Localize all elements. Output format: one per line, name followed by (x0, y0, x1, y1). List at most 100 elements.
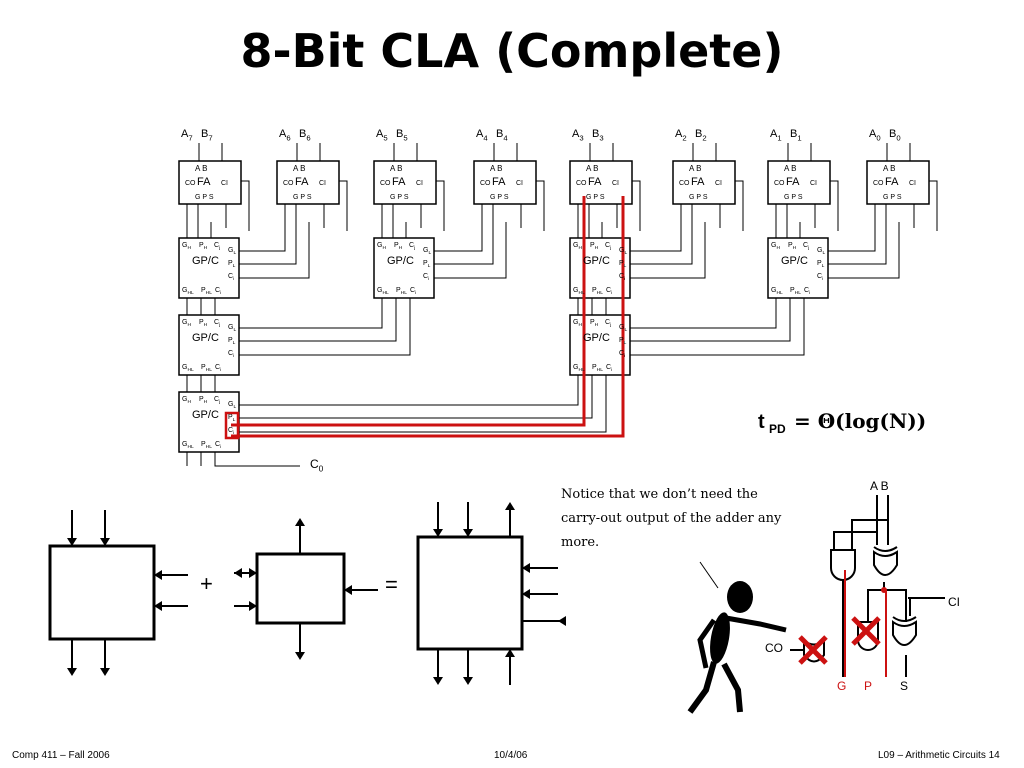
fa-label: FA (492, 176, 506, 188)
footer-left: Comp 411 – Fall 2006 (12, 750, 110, 761)
full-adder-block (866, 160, 930, 205)
arrowhead (154, 601, 162, 611)
input-label-a: A2 (675, 128, 687, 142)
gpc-level1 (178, 237, 240, 299)
gpc-cib: Ci (215, 441, 221, 450)
gpc-ph: PH (590, 242, 599, 251)
pl-wire (239, 389, 593, 419)
gpc-ci: Ci (817, 273, 823, 282)
full-adder-block (276, 160, 340, 205)
gpc-cj: Cj (409, 242, 415, 251)
pl-wire (828, 204, 887, 265)
ci-wire (239, 389, 607, 433)
full-adder-block (767, 160, 831, 205)
arrowhead (433, 677, 443, 685)
fa-inputs-label: A B (490, 164, 502, 173)
fa-label: FA (588, 176, 602, 188)
gpc-gl: GL (619, 324, 627, 333)
figure-left-arm (697, 618, 717, 669)
fa-outputs-label: G P S (293, 194, 312, 201)
fa-inputs-label: A B (689, 164, 701, 173)
full-adder-block (373, 160, 437, 205)
ci-wire (239, 222, 310, 279)
arrowhead (463, 677, 473, 685)
gpc-ghl: GHL (182, 364, 194, 373)
figure-body (710, 612, 730, 664)
gpc-gl: GL (423, 247, 431, 256)
fa-co-label: CO (774, 180, 785, 187)
gpc-pl: PL (817, 260, 825, 269)
gpc-cj: Cj (214, 396, 220, 405)
gpc-phl: PHL (592, 287, 603, 296)
arrowhead (433, 529, 443, 537)
arrowhead (295, 652, 305, 660)
gpc-ghl: GHL (182, 441, 194, 450)
tpd-t: t (758, 411, 765, 433)
gpc-cj: Cj (214, 319, 220, 328)
fa-inputs-label: A B (390, 164, 402, 173)
carry-in-wire (830, 180, 839, 231)
arrowhead (249, 568, 257, 578)
fa-label: FA (197, 176, 211, 188)
xor-gate-p (873, 550, 898, 576)
ci-wire (630, 312, 805, 356)
carry-in-wire (929, 180, 938, 231)
gpc-label: GP/C (192, 332, 219, 344)
fa-ci-label: CI (810, 180, 817, 187)
arrowhead (344, 585, 352, 595)
gpc-ci: Ci (228, 350, 234, 359)
arrowhead (249, 601, 257, 611)
input-label-b: B2 (695, 128, 707, 142)
and-gate-g (830, 549, 856, 581)
pl-wire (630, 312, 791, 342)
tpd-expr: = Θ(log(N)) (794, 409, 926, 433)
gpc-cib: Ci (215, 364, 221, 373)
input-label-b: B7 (201, 128, 213, 142)
fa-ci-label: CI (715, 180, 722, 187)
gpc-cib: Ci (606, 364, 612, 373)
fa-label: FA (885, 176, 899, 188)
fa-label: FA (691, 176, 705, 188)
input-label-a: A1 (770, 128, 782, 142)
gpc-phl: PHL (201, 364, 212, 373)
gpc-pl: PL (228, 260, 236, 269)
detail-co-label: CO (765, 641, 783, 655)
gpc-label: GP/C (583, 255, 610, 267)
input-label-a: A5 (376, 128, 388, 142)
fa-ci-label: CI (319, 180, 326, 187)
fa-inputs-label: A B (586, 164, 598, 173)
gpc-level2 (569, 314, 631, 376)
gpc-gl: GL (228, 401, 236, 410)
gl-wire (239, 389, 579, 406)
gpc-gl: GL (619, 247, 627, 256)
pl-wire (239, 204, 297, 265)
arrowhead (154, 570, 162, 580)
pointer-line (699, 561, 719, 589)
input-label-a: A4 (476, 128, 488, 142)
gpc-gh: GH (573, 319, 582, 328)
gpc-cib: Ci (215, 287, 221, 296)
full-adder-block (473, 160, 537, 205)
gpc-gh: GH (771, 242, 780, 251)
detail-p-label: P (864, 679, 872, 693)
cla-circuit (178, 143, 938, 467)
fa-inputs-label: A B (195, 164, 207, 173)
gpc-phl: PHL (201, 441, 212, 450)
fa-outputs-label: G P S (883, 194, 902, 201)
gpc-gh: GH (182, 242, 191, 251)
equals-sign: = (385, 572, 398, 597)
gpc-ci: Ci (228, 273, 234, 282)
arrowhead (100, 538, 110, 546)
gpc-label: GP/C (583, 332, 610, 344)
gl-wire (239, 312, 383, 329)
gpc-ghl: GHL (182, 287, 194, 296)
gpc-gl: GL (228, 247, 236, 256)
gpc-gh: GH (182, 319, 191, 328)
legend-diagram (48, 502, 566, 685)
fa-co-label: CO (185, 180, 196, 187)
fa-label: FA (786, 176, 800, 188)
gpc-label: GP/C (192, 409, 219, 421)
fa-ci-label: CI (221, 180, 228, 187)
gpc-ph: PH (394, 242, 403, 251)
gpc-gl: GL (228, 324, 236, 333)
